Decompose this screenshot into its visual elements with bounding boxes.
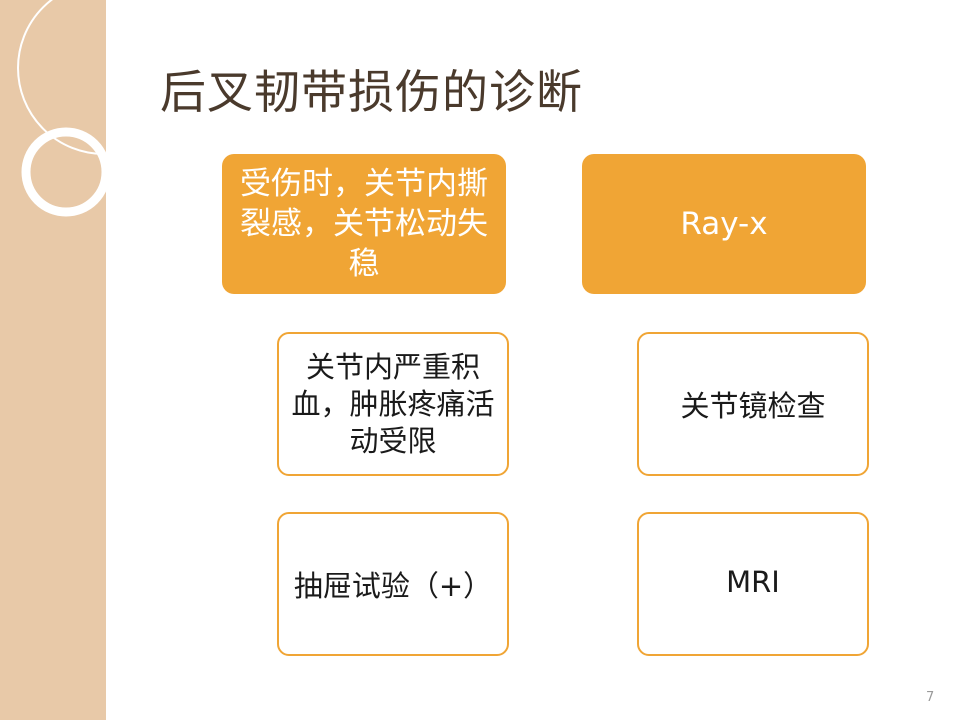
symptom-text: 受伤时，关节内撕裂感，关节松动失稳: [240, 166, 488, 282]
symptom-box: 受伤时，关节内撕裂感，关节松动失稳: [222, 154, 506, 294]
ring-circle: [21, 127, 111, 217]
ray-text: Ray-x: [680, 206, 768, 242]
decorative-circles: [17, 0, 191, 217]
side-band: [0, 0, 106, 720]
mri-text: MRI: [726, 565, 780, 599]
arthroscopy-text: 关节镜检查: [680, 389, 826, 423]
drawer-test-text: 抽屉试验（+）: [293, 569, 493, 603]
swelling-text: 关节内严重积血，肿胀疼痛活动受限: [291, 349, 495, 458]
drawer-test-box: 抽屉试验（+）: [277, 512, 509, 656]
mri-box: MRI: [637, 512, 869, 656]
page-number: 7: [926, 690, 935, 705]
ray-box: Ray-x: [582, 154, 866, 294]
arthroscopy-box: 关节镜检查: [637, 332, 869, 476]
swelling-box: 关节内严重积血，肿胀疼痛活动受限: [277, 332, 509, 476]
slide-title: 后叉韧带损伤的诊断: [160, 65, 583, 119]
